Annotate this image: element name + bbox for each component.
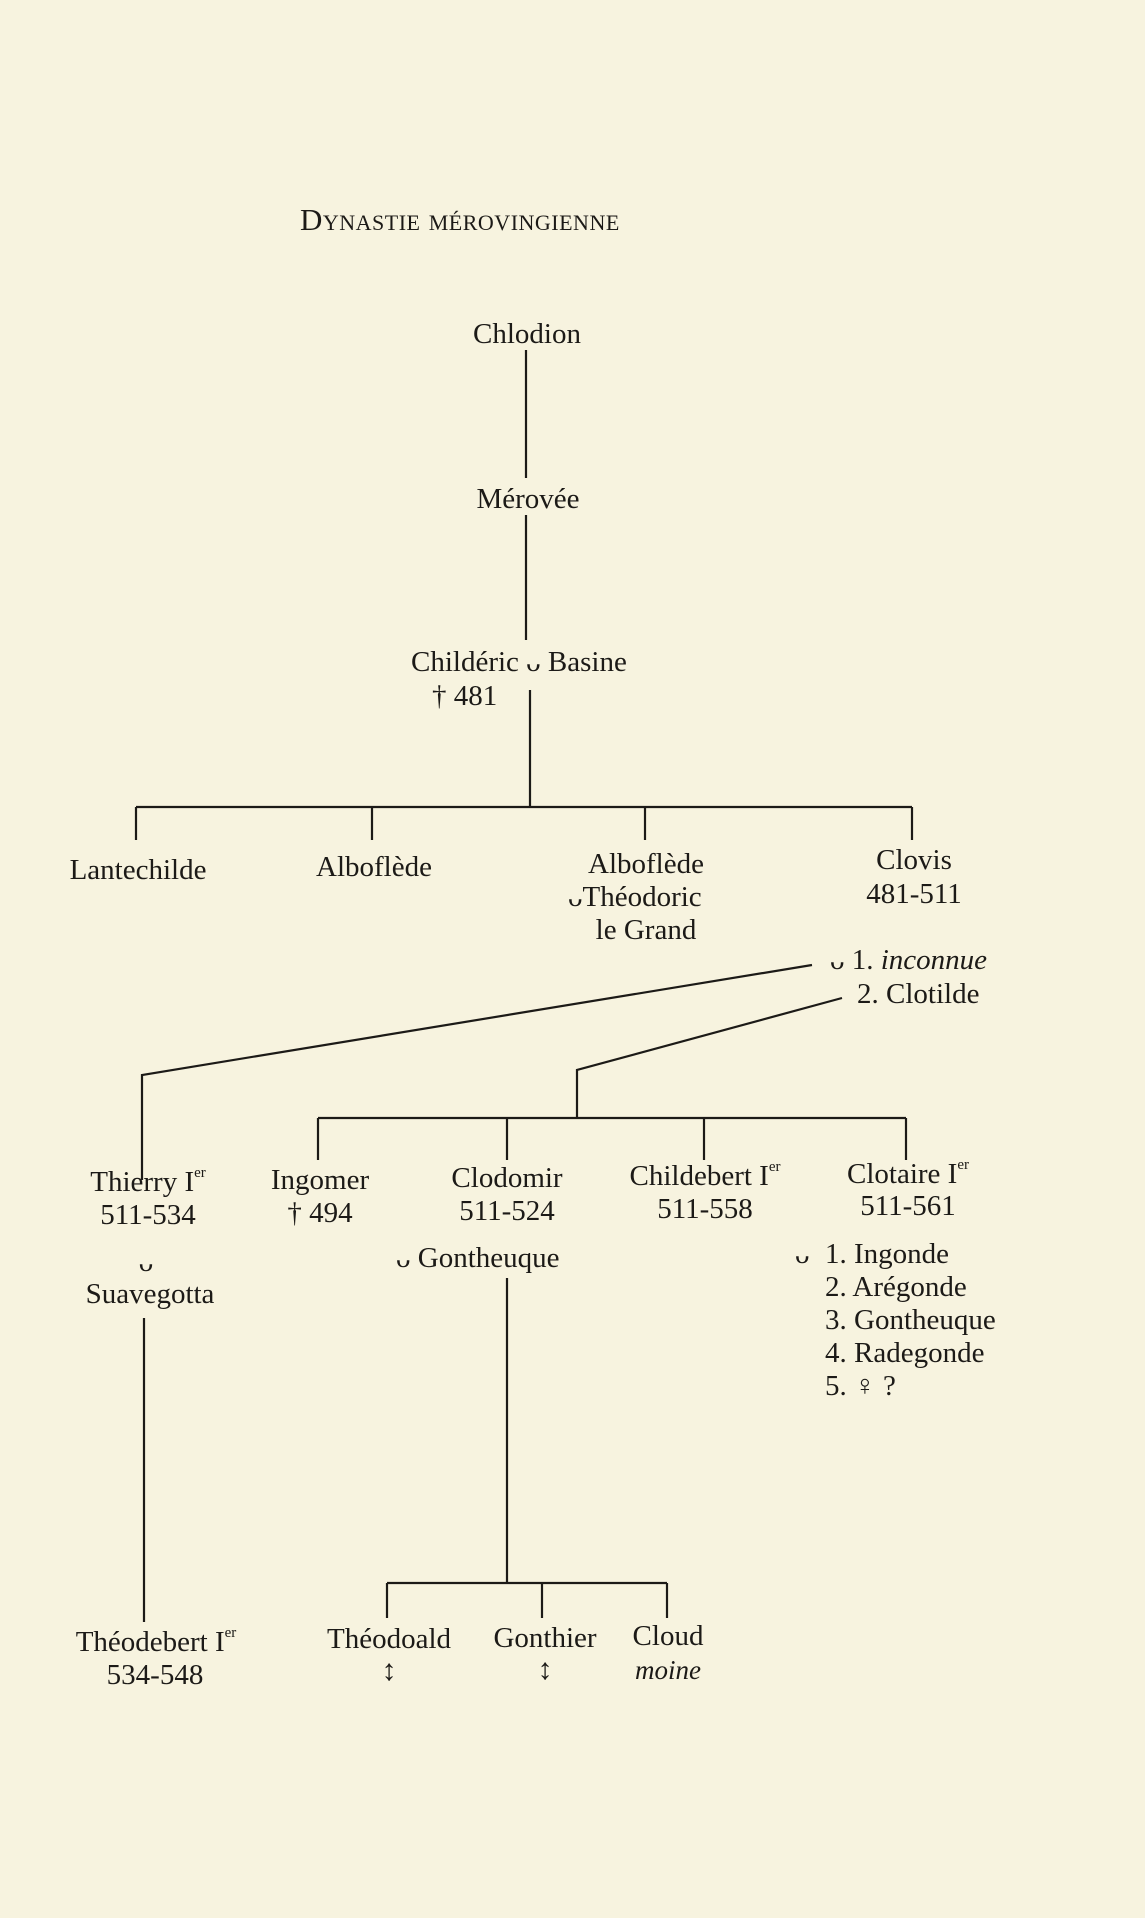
person-clodomir: Clodomir (451, 1162, 563, 1194)
person-alboflede-1: Alboflède (316, 851, 432, 883)
marriage-symbol: ᴗ (396, 1242, 411, 1274)
line-clovis-inconnue (140, 963, 813, 1180)
clodomir-dates: 511-524 (459, 1195, 555, 1227)
clotaire-wife-1: 1. Ingonde (825, 1238, 950, 1270)
alboflede-2-spouse-line2: le Grand (595, 914, 697, 946)
person-merovee: Mérovée (476, 483, 580, 515)
clodomir-spouse: ᴗ Gontheuque (396, 1244, 560, 1273)
person-suavegotta: Suavegotta (85, 1278, 215, 1310)
alboflede-2-spouse: ᴗThéodoric (568, 881, 702, 913)
thierry-dates: 511-534 (100, 1199, 196, 1231)
clotaire-wife-3: 3. Gontheuque (825, 1304, 996, 1336)
childeric-death: † 481 (432, 680, 498, 712)
cloud-note: moine (635, 1655, 701, 1685)
childebert-dates: 511-558 (657, 1193, 753, 1225)
marriage-symbol: ᴗ (795, 1238, 810, 1270)
person-gontheuque: Gontheuque (417, 1242, 560, 1274)
person-basine: Basine (547, 646, 627, 678)
theodoald-murdered-icon: ↕ (381, 1654, 397, 1687)
person-clovis: Clovis (876, 844, 952, 876)
couple-childeric: Childéric ᴗ Basine (411, 648, 627, 677)
clotaire-dates: 511-561 (860, 1190, 956, 1222)
marriage-symbol: ᴗ (138, 1246, 154, 1278)
person-chlodion: Chlodion (473, 318, 581, 350)
person-thierry: Thierry Ier (90, 1165, 206, 1198)
person-alboflede-2: Alboflède (588, 848, 704, 880)
person-theodoald: Théodoald (326, 1623, 452, 1655)
person-theodebert: Théodebert Ier (75, 1625, 237, 1658)
marriage-symbol: ᴗ (568, 881, 583, 913)
marriage-symbol: ᴗ (830, 944, 845, 976)
clovis-spouse-1: ᴗ 1. inconnue (830, 944, 988, 976)
clovis-spouse-2: 2. Clotilde (857, 978, 980, 1010)
clotaire-wife-2: 2. Arégonde (825, 1271, 967, 1303)
person-childeric: Childéric (411, 646, 519, 678)
person-gonthier: Gonthier (493, 1622, 597, 1654)
marriage-symbol: ᴗ (526, 646, 541, 678)
line-clovis-clotilde (575, 996, 843, 1118)
theodebert-dates: 534-548 (106, 1659, 204, 1691)
ingomer-death: † 494 (287, 1197, 353, 1229)
person-childebert: Childebert Ier (629, 1159, 781, 1192)
person-clotaire: Clotaire Ier (847, 1157, 969, 1190)
person-lantechilde: Lantechilde (69, 854, 207, 886)
clovis-dates: 481-511 (866, 878, 962, 910)
clotaire-wife-5: 5. ♀ ? (825, 1370, 896, 1402)
person-cloud: Cloud (632, 1620, 704, 1652)
clotaire-wife-4: 4. Radegonde (825, 1337, 985, 1369)
person-ingomer: Ingomer (270, 1164, 370, 1196)
gonthier-murdered-icon: ↕ (537, 1653, 553, 1686)
page-title: Dynastie mérovingienne (300, 202, 620, 237)
